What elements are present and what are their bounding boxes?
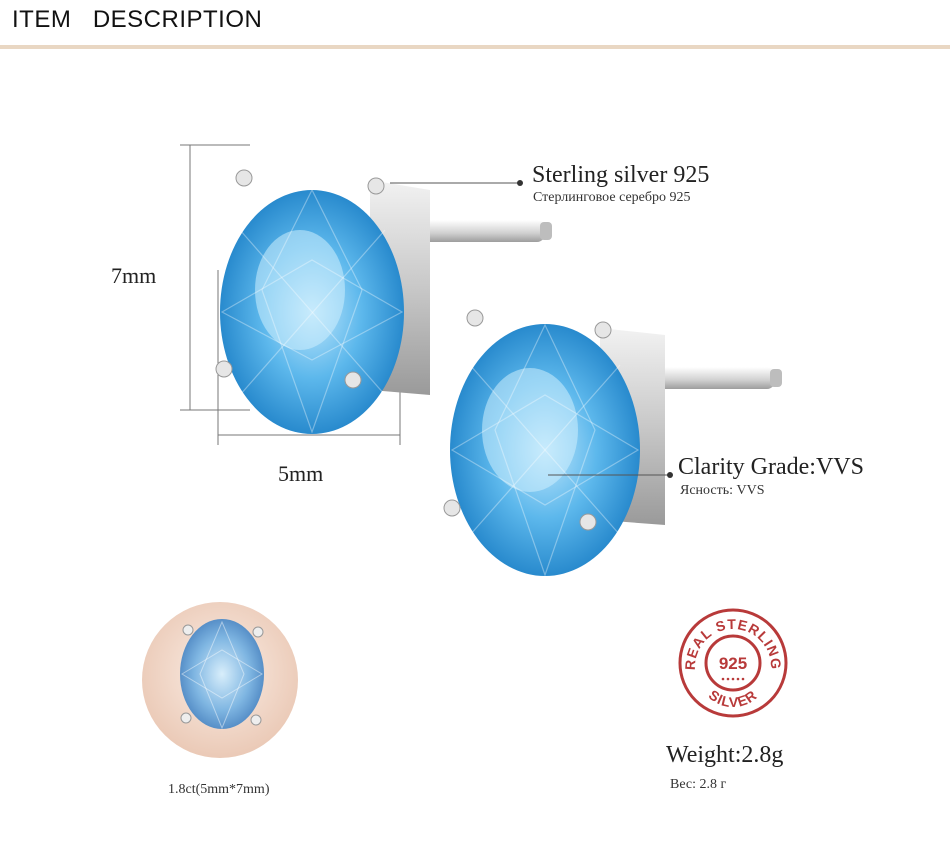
header-divider [0,45,950,49]
earring-right [443,309,782,577]
weight-label: Weight:2.8g [666,742,784,768]
clarity-label-ru: Ясность: VVS [680,483,765,498]
height-dimension-line [180,144,250,411]
earring-post [640,367,775,389]
stamp-center-text: 925 [719,654,747,673]
material-label-ru: Стерлинговое серебро 925 [533,190,691,205]
earring-post [405,220,545,242]
svg-text:SILVER: SILVER [706,687,760,711]
weight-label-ru: Вес: 2.8 г [670,777,727,792]
height-label: 7mm [111,263,157,288]
clarity-label: Clarity Grade:VVS [678,454,864,480]
sterling-silver-stamp: REAL STERLING SILVER 925 [678,608,788,718]
width-label: 5mm [278,461,324,486]
earring-left [215,169,552,434]
page-title: ITEM DESCRIPTION [12,6,263,33]
clarity-leader-line [548,472,673,478]
material-leader-line [390,180,523,186]
material-label: Sterling silver 925 [532,162,710,188]
thumbnail-caption: 1.8ct(5mm*7mm) [168,782,270,797]
product-illustration [180,144,782,577]
stamp-bottom-text: SILVER [706,687,759,711]
thumbnail-image [142,602,298,758]
